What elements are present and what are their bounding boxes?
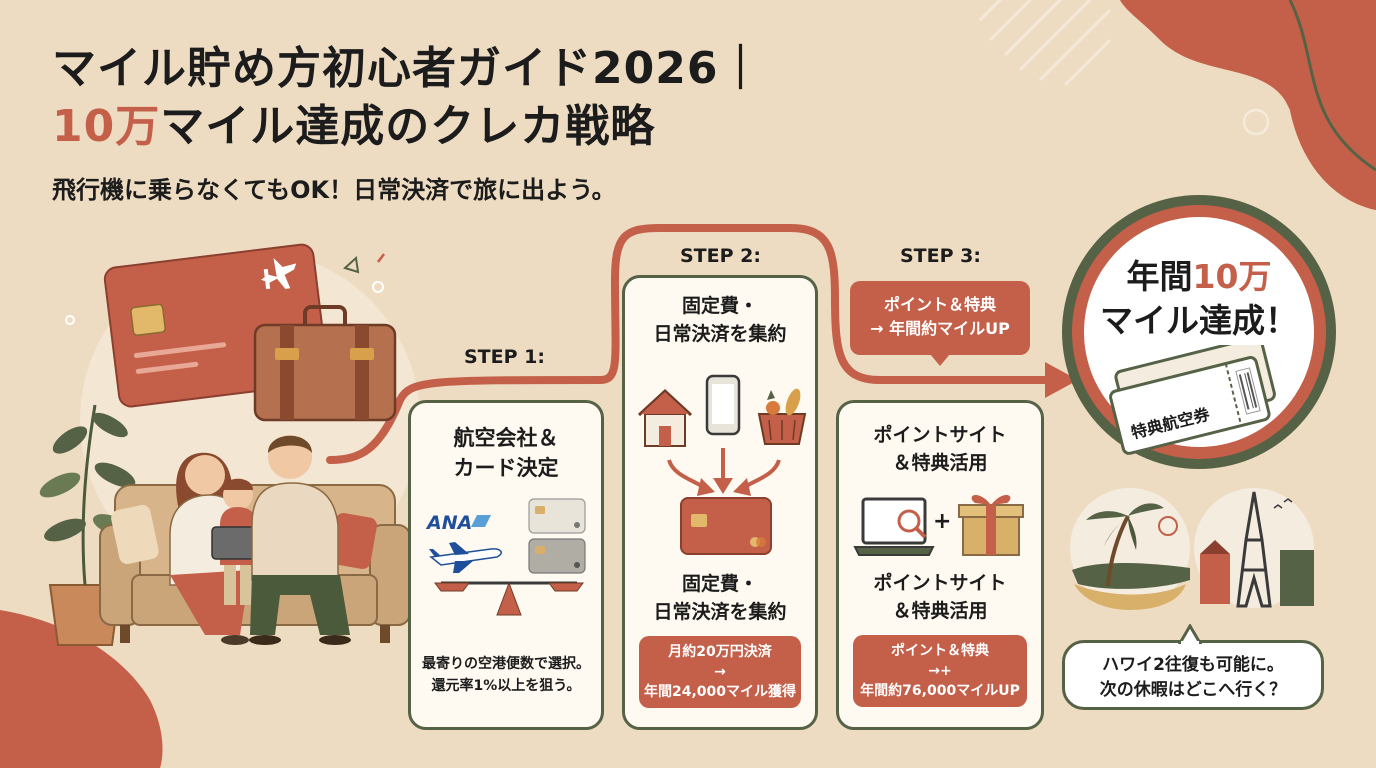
step-3-tag-line-2: → 年間約マイルUP	[870, 319, 1010, 338]
child-figure	[211, 478, 259, 605]
title-line-1: マイル貯め方初心者ガイド2026｜	[52, 43, 764, 94]
step-3-label: STEP 3:	[900, 245, 981, 267]
step-3-title-line-1: ポイントサイト	[873, 424, 1007, 446]
step-2-pill-line-3: 年間24,000マイル獲得	[643, 684, 797, 700]
suitcase-icon	[253, 305, 397, 422]
step-3-tag: ポイント＆特典 → 年間約マイルUP	[850, 281, 1030, 355]
step-1-icons: ANA	[425, 498, 586, 616]
step-3-pill-line-2: →+	[928, 663, 952, 679]
credit-card-icon	[528, 498, 586, 574]
palm-beach-icon	[1070, 488, 1190, 610]
goal-prefix: 年間	[1126, 257, 1193, 296]
step-3-sub-line-1: ポイントサイト	[873, 572, 1007, 594]
step-3-pill-line-3: 年間約76,000マイルUP	[860, 683, 1020, 699]
step-3-sub-line-2: ＆特典活用	[892, 600, 988, 622]
scale-icon	[434, 581, 584, 616]
bubble-line-1: ハワイ2往復も可能に。	[1102, 655, 1284, 675]
step-3-tag-line-1: ポイント＆特典	[883, 295, 996, 314]
plus-sign: +	[933, 509, 952, 534]
gift-box-icon	[958, 494, 1024, 556]
step-1-card: 航空会社＆ カード決定 ANA	[408, 400, 604, 730]
smartphone-icon	[705, 374, 741, 436]
title-line-2: 10万マイル達成のクレカ戦略	[52, 98, 763, 156]
grocery-basket-icon	[757, 388, 807, 445]
goal-line-2: マイル達成！	[1100, 301, 1298, 340]
step-3-result-pill: ポイント＆特典 →+ 年間約76,000マイルUP	[853, 635, 1027, 707]
destination-speech-bubble: ハワイ2往復も可能に。 次の休暇はどこへ行く？	[1062, 640, 1324, 710]
step-3-title: ポイントサイト ＆特典活用	[839, 421, 1041, 477]
step-2-title-line-1: 固定費・	[681, 295, 758, 317]
step-3-pill-line-1: ポイント＆特典	[891, 643, 989, 659]
step-2-result-pill: 月約20万円決済 → 年間24,000マイル獲得	[639, 636, 801, 708]
step-1-label: STEP 1:	[464, 346, 545, 368]
step-2-card: 固定費・ 日常決済を集約	[622, 275, 818, 730]
award-ticket-icon	[1109, 345, 1276, 455]
destinations-illustration	[1070, 488, 1314, 610]
step-2-title: 固定費・ 日常決済を集約	[625, 292, 815, 348]
step-1-note: 最寄りの空港便数で選択。 還元率1%以上を狙う。	[411, 653, 601, 697]
father-figure	[249, 435, 351, 645]
step-1-note-line-2: 還元率1%以上を狙う。	[431, 678, 581, 694]
step-2-pill-line-2: →	[714, 664, 726, 680]
page-title: マイル貯め方初心者ガイド2026｜ 10万マイル達成のクレカ戦略	[52, 40, 763, 156]
goal-text: 年間10万 マイル達成！	[1062, 255, 1336, 343]
step-2-pill-line-1: 月約20万円決済	[668, 644, 772, 660]
ana-logo-text: ANA	[425, 512, 472, 534]
step-1-title-line-1: 航空会社＆	[453, 426, 559, 450]
step-2-sub-line-2: 日常決済を集約	[653, 601, 787, 623]
speech-bubble-pointer	[1178, 624, 1202, 644]
house-icon	[637, 388, 693, 447]
airplane-icon	[429, 542, 502, 573]
step-2-label: STEP 2:	[680, 245, 761, 267]
step-2-sub-line-1: 固定費・	[681, 573, 758, 595]
goal-accent: 10万	[1192, 257, 1272, 296]
title-line-2-rest: マイル達成のクレカ戦略	[160, 101, 656, 152]
step-3-subtitle: ポイントサイト ＆特典活用	[839, 569, 1041, 625]
bubble-line-2: 次の休暇はどこへ行く？	[1099, 680, 1287, 700]
goal-line-1: 年間10万	[1062, 255, 1336, 299]
step-2-title-line-2: 日常決済を集約	[653, 323, 787, 345]
step-2-subtitle: 固定費・ 日常決済を集約	[625, 570, 815, 626]
subtitle: 飛行機に乗らなくてもOK！日常決済で旅に出よう。	[52, 176, 616, 204]
ana-logo-icon: ANA	[425, 512, 491, 534]
credit-card-icon	[680, 497, 772, 555]
step-1-note-line-1: 最寄りの空港便数で選択。	[422, 656, 590, 672]
laptop-search-icon	[853, 497, 935, 556]
step-2-icons	[637, 374, 807, 555]
step-1-title-line-2: カード決定	[453, 456, 559, 480]
title-accent: 10万	[52, 101, 161, 152]
step-3-card: ポイントサイト ＆特典活用 + ポイントサイト ＆特典活用 ポイン	[836, 400, 1044, 730]
eiffel-tower-icon	[1194, 488, 1314, 608]
step-3-icons	[853, 494, 1024, 556]
step-3-title-line-2: ＆特典活用	[892, 452, 988, 474]
family-illustration	[39, 243, 411, 646]
step-1-title: 航空会社＆ カード決定	[411, 423, 601, 483]
step-3-tag-pointer	[930, 354, 950, 366]
